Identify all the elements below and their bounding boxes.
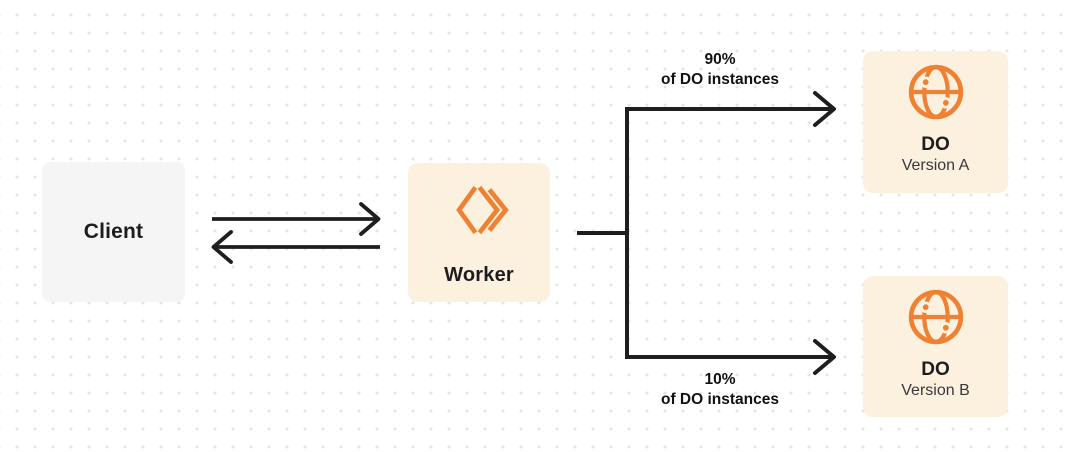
route-b-caption: of DO instances: [661, 391, 779, 408]
do-version-b-node: DO Version B: [863, 276, 1008, 417]
route-a-arrow: [625, 91, 836, 127]
globe-icon: [908, 64, 963, 120]
route-b-percent: 10%: [704, 371, 736, 388]
request-arrow: [212, 202, 381, 236]
route-b-arrow: [625, 339, 836, 375]
route-a-percentage-label: 90% of DO instances: [610, 50, 830, 90]
route-a-percent: 90%: [704, 51, 736, 68]
globe-icon: [908, 289, 963, 345]
do-b-title: DO: [921, 359, 950, 380]
traffic-split-connector: [577, 107, 629, 359]
do-b-version-label: Version B: [901, 382, 970, 399]
do-a-title: DO: [921, 134, 950, 155]
do-version-a-node: DO Version A: [863, 51, 1008, 193]
worker-label: Worker: [444, 264, 514, 286]
route-a-caption: of DO instances: [661, 71, 779, 88]
response-arrow: [211, 230, 380, 264]
do-a-version-label: Version A: [901, 157, 970, 174]
workers-logo-icon: [456, 185, 509, 235]
worker-node: Worker: [408, 163, 550, 302]
client-label: Client: [83, 220, 144, 243]
route-b-percentage-label: 10% of DO instances: [610, 370, 830, 410]
client-node: Client: [42, 162, 185, 302]
